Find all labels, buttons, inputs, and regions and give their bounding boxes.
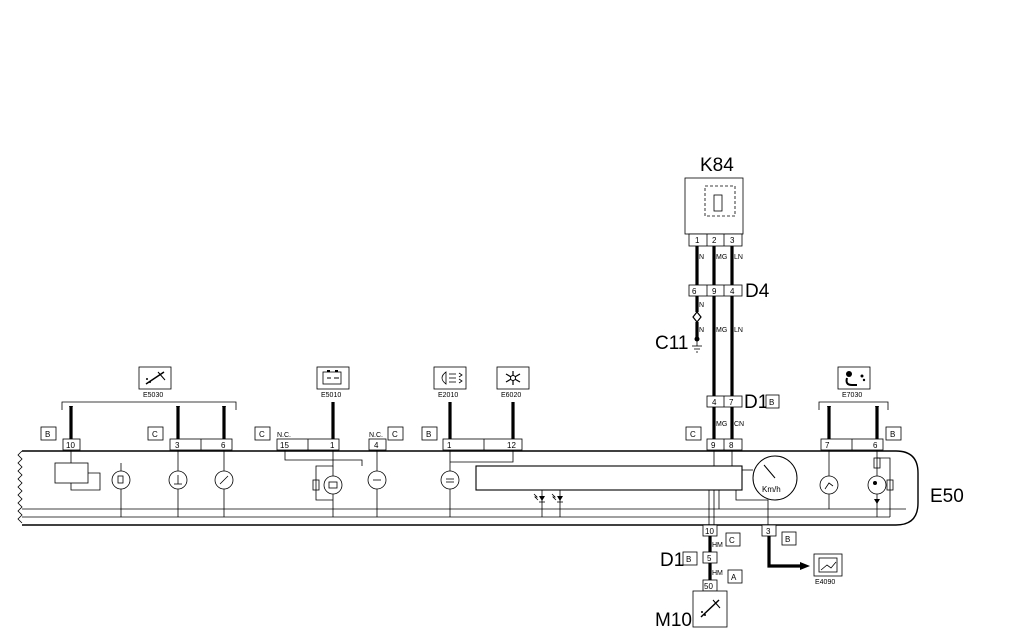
wire-color-n-3: N — [699, 327, 704, 334]
e50-pin-10b: 10 — [705, 527, 714, 536]
e5010-group: E5010 — [316, 366, 350, 439]
letter-b-pin3: B — [785, 535, 790, 544]
d1-pin-7: 7 — [729, 398, 734, 407]
k84-label: K84 — [700, 155, 734, 176]
d4-label: D4 — [745, 281, 770, 302]
airbag-icon — [845, 371, 866, 386]
letter-c-e5010: C — [259, 430, 265, 439]
e7030-group: E7030 — [818, 366, 889, 439]
d1-e50-wires: MG CN — [712, 407, 744, 439]
m10-label: M10 — [655, 610, 692, 631]
wire-color-hm-2: HM — [712, 570, 723, 577]
d4-pin-4: 4 — [730, 287, 735, 296]
speedometer-icon: Km/h — [752, 455, 798, 501]
wire-color-n: N — [699, 254, 704, 261]
letter-c-pin10: C — [729, 536, 735, 545]
e50-panel: E50 — [17, 450, 964, 526]
headlight-icon — [441, 371, 463, 385]
letter-b-left: B — [45, 430, 50, 439]
snowflake-icon — [505, 371, 521, 385]
brake-lamp-icon — [367, 470, 387, 490]
e50-pin-3b: 3 — [766, 527, 771, 536]
d1-pin-4: 4 — [712, 398, 717, 407]
temp-gauge-icon — [168, 470, 188, 490]
d1-lower-label: D1 — [660, 550, 684, 571]
k84-d4-wires: N MG LN — [695, 246, 743, 285]
e50-pin-1a: 1 — [330, 441, 335, 450]
letter-a-m10: A — [731, 573, 737, 582]
k84-pin-1: 1 — [695, 236, 700, 245]
e2010-group: E2010 — [433, 366, 467, 439]
e6020-ref: E6020 — [501, 392, 521, 399]
injector-icon — [145, 371, 166, 385]
highbeam-lamp-icon — [440, 470, 460, 490]
wire-color-ln: LN — [734, 254, 743, 261]
e5030-ref: E5030 — [143, 392, 163, 399]
nc-label-2: N.C. — [369, 432, 383, 439]
e50-pin-12: 12 — [507, 441, 516, 450]
e5010-ref: E5010 — [321, 392, 341, 399]
wire-color-mg-2: MG — [716, 327, 727, 334]
letter-b-e7030: B — [890, 430, 895, 439]
wire-color-cn: CN — [734, 421, 744, 428]
e50-pin-9: 9 — [711, 441, 716, 450]
fuel-gauge-icon — [111, 470, 131, 490]
bottom-connections: 10 C 3 B HM 5 D1 B HM A 50 M10 — [655, 524, 843, 631]
diode-icon — [533, 490, 545, 517]
m10-pin-50: 50 — [704, 582, 713, 591]
wire-color-ln-2: LN — [734, 327, 743, 334]
d4-d1-wires: N N C11 MG LN — [655, 296, 743, 396]
preheat-lamp-icon — [214, 470, 234, 490]
d4-pin-6: 6 — [692, 287, 697, 296]
injector-icon — [700, 599, 721, 618]
letter-c-right: C — [690, 430, 696, 439]
e50-label: E50 — [930, 486, 964, 507]
e50-pin-10: 10 — [66, 441, 75, 450]
e50-pin-7: 7 — [825, 441, 830, 450]
wire-color-hm: HM — [712, 542, 723, 549]
display-icon — [818, 557, 838, 573]
e50-pin-8: 8 — [729, 441, 734, 450]
e5030-group: E5030 — [61, 366, 237, 439]
k84-pin-3: 3 — [730, 236, 735, 245]
diode-icon — [551, 490, 563, 517]
k84-pin-2: 2 — [712, 236, 717, 245]
e50-pin-6a: 6 — [221, 441, 226, 450]
d4-pin-9: 9 — [712, 287, 717, 296]
seatbelt-lamp-icon — [819, 475, 839, 495]
e50-pin-4: 4 — [374, 441, 379, 450]
d1-lower-letter: B — [686, 555, 691, 564]
wire-color-mg-3: MG — [716, 421, 727, 428]
letter-c-nc4: C — [392, 430, 398, 439]
e50-pin-15: 15 — [280, 441, 289, 450]
e50-pin-1b: 1 — [447, 441, 452, 450]
e7030-ref: E7030 — [842, 392, 862, 399]
wire-color-mg: MG — [716, 254, 727, 261]
battery-charge-icon — [322, 370, 342, 385]
airbag-lamp-icon — [867, 475, 887, 495]
d4-connector: 6 9 4 D4 — [688, 281, 770, 302]
d1-upper-letter: B — [769, 398, 774, 407]
e6020-group: E6020 — [496, 366, 530, 439]
e50-pin-strip: B C C C B C B N.C. N.C. 10 3 6 15 1 4 1 … — [40, 426, 902, 451]
battery-lamp-icon — [323, 475, 343, 495]
e4090-ref: E4090 — [815, 579, 835, 586]
k84-module: K84 1 2 3 — [684, 155, 744, 247]
d1-pin-5: 5 — [707, 554, 712, 563]
nc-label-1: N.C. — [277, 432, 291, 439]
d1-upper-label: D1 — [744, 392, 768, 413]
speedo-unit: Km/h — [762, 485, 781, 494]
e50-pin-6b: 6 — [873, 441, 878, 450]
e50-pin-3: 3 — [175, 441, 180, 450]
wire-color-n-2: N — [699, 302, 704, 309]
c11-label: C11 — [655, 333, 688, 354]
letter-b-e2010: B — [426, 430, 431, 439]
d1-upper-connector: 4 7 D1 B — [706, 392, 780, 413]
e2010-ref: E2010 — [438, 392, 458, 399]
letter-c-e5030: C — [152, 430, 158, 439]
